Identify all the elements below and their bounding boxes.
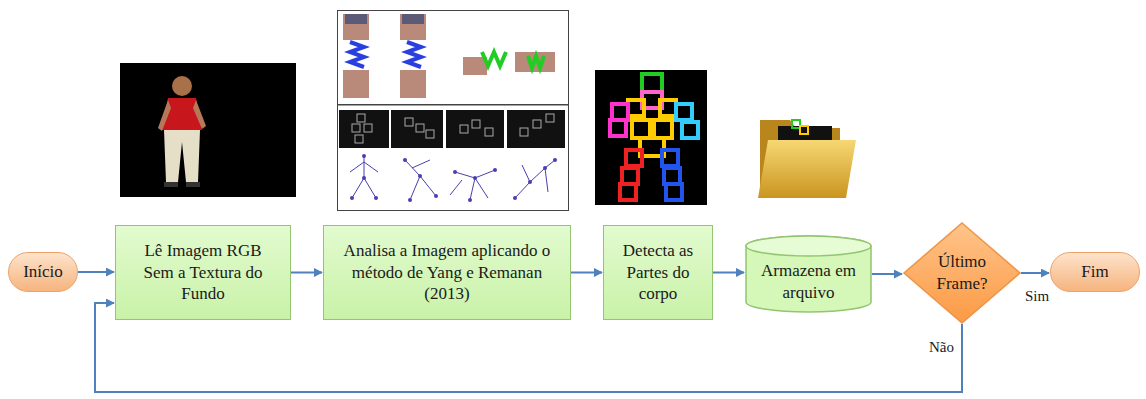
- terminal-pill: Fim: [1050, 252, 1140, 292]
- storage-cylinder: Armazena em arquivo: [745, 236, 872, 312]
- flow-arrow: [291, 272, 322, 274]
- flow-arrow: [872, 273, 902, 275]
- process-box: Lê Imagem RGB Sem a Textura do Fundo: [115, 225, 291, 320]
- node-label: Último Frame?: [931, 251, 993, 295]
- method-panel: [337, 11, 569, 211]
- flow-arrow: [1021, 272, 1049, 274]
- folder-icon: [758, 120, 856, 198]
- decision-diamond: [903, 222, 1021, 324]
- node-label: Detecta as Partes do corpo: [613, 240, 703, 305]
- node-label: Fim: [1081, 261, 1108, 283]
- node-label: Início: [23, 261, 63, 283]
- flow-arrow: [78, 271, 114, 273]
- terminal-pill: Início: [8, 252, 78, 292]
- flow-arrow: [571, 272, 602, 274]
- process-box: Detecta as Partes do corpo: [603, 225, 713, 320]
- edge-label: Sim: [1023, 287, 1051, 305]
- decision-diamond: Último Frame?: [903, 222, 1021, 324]
- edge-label: Não: [927, 338, 956, 356]
- flow-arrow: [713, 272, 744, 274]
- node-label: Armazena em arquivo: [756, 260, 861, 304]
- boy-photo: [120, 63, 296, 197]
- node-label: Lê Imagem RGB Sem a Textura do Fundo: [128, 240, 278, 305]
- body-parts-figure: [595, 70, 707, 205]
- node-label: Analisa a Imagem aplicando o método de Y…: [336, 240, 558, 305]
- process-box: Analisa a Imagem aplicando o método de Y…: [323, 225, 571, 320]
